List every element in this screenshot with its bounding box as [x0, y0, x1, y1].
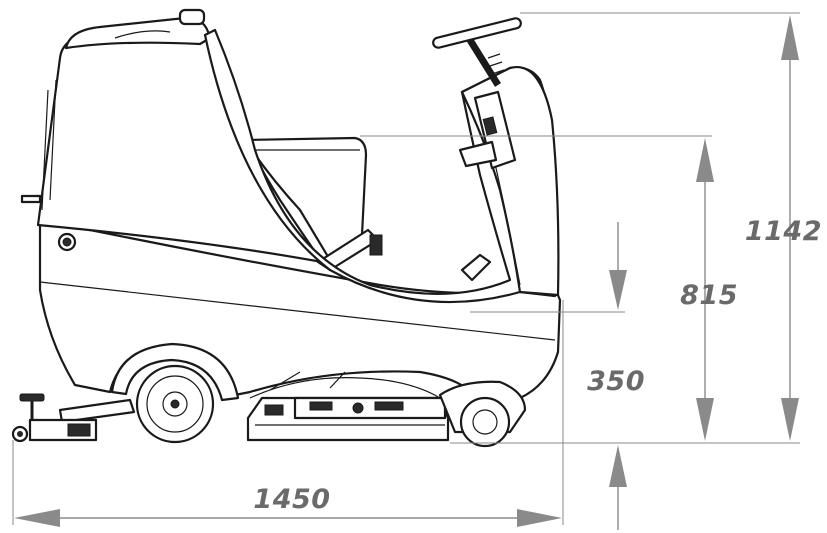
- front-wheel-hub: [472, 409, 498, 435]
- total-height-arrow-top: [781, 15, 799, 60]
- pedal-arm: [458, 140, 498, 168]
- deck-links: [269, 371, 346, 391]
- deck-linkage: [249, 377, 441, 399]
- squeegee-arm: [58, 398, 136, 424]
- squeegee-knob: [19, 393, 45, 402]
- seat-lever: [369, 234, 383, 256]
- length-arrow-right: [517, 509, 562, 527]
- rear-bumper-nub: [20, 194, 42, 204]
- shaft-bellows: [487, 53, 505, 75]
- seat-height-label: 815: [680, 280, 738, 311]
- deck-motor-detail: [309, 401, 333, 411]
- rear-wheel-hub: [162, 391, 188, 417]
- front-wheel: [459, 396, 511, 448]
- side-panel-line: [39, 281, 556, 341]
- rear-wheel-arch: [110, 342, 240, 402]
- seat-height-arrow-top: [696, 138, 714, 182]
- rear-edge-line-2: [49, 79, 57, 201]
- squeegee-clamp: [67, 423, 91, 437]
- deck-height-arrow-top: [609, 270, 627, 310]
- deck-bracket: [264, 404, 284, 416]
- lid-cap: [178, 8, 206, 26]
- rear-wheel-axle: [170, 399, 180, 409]
- foot-pedal: [460, 253, 492, 282]
- deck-height-arrow-bottom: [609, 445, 627, 487]
- rear-cap-center: [62, 237, 72, 247]
- lid-handle: [114, 30, 171, 39]
- rear-edge-line: [41, 89, 49, 211]
- total-height-arrow-bottom: [781, 398, 799, 441]
- key-switch: [482, 116, 498, 136]
- dimension-annotations: 1142 815 350 1450: [12, 12, 822, 530]
- ride-on-scrubber-illustration: [11, 8, 562, 448]
- tank-lid: [64, 16, 212, 50]
- steering-shaft: [467, 38, 501, 87]
- total-height-label: 1142: [745, 216, 822, 247]
- length-label: 1450: [253, 484, 330, 515]
- deck-height-label: 350: [587, 366, 645, 397]
- rear-wheel-rim: [146, 375, 204, 433]
- length-arrow-left: [14, 509, 60, 527]
- seat-height-arrow-bottom: [696, 398, 714, 441]
- steering-wheel: [432, 17, 522, 49]
- deck-knob: [352, 402, 364, 414]
- deck-motor-detail-2: [374, 401, 404, 411]
- squeegee-wheel-hub: [17, 431, 23, 437]
